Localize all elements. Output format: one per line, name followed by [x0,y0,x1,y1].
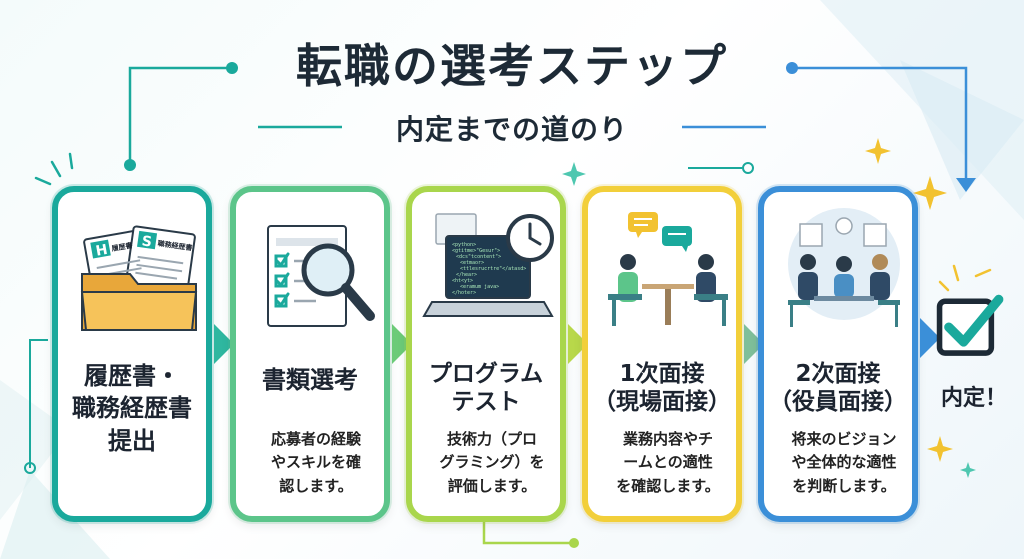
code-line-4: <etmaor> [460,260,484,266]
step-2-title-line-1: 書類選考 [262,366,358,394]
step-3-title: プログラム テスト [412,360,560,416]
cv-doc-letter: S [141,233,153,250]
step-3-description: 技術力（プロ グラミング）を 評価します。 [422,428,562,498]
step-5-title: 2次面接 （役員面接） [764,360,912,416]
resume-doc-letter: H [95,242,109,260]
step-5-desc-line-1: 将来のビジョン [791,430,897,448]
code-line-6: </hear> [456,272,477,278]
two-person-interview-icon [608,212,728,326]
step-1-title-line-2: 職務経歴書 [72,394,192,423]
step-2-description: 応募者の経験 やスキルを確 認します。 [246,428,386,498]
executive-panel-interview-icon [788,208,900,327]
step-4-title-line-2: （現場面接） [593,389,731,416]
step-3-desc-line-3: 評価します。 [447,476,537,495]
laptop-code-clock-icon: <python> <gtitme>"Gesur"> <dcs"tcontent"… [422,213,554,317]
step-3-desc-line-1: 技術力（プロ [446,430,537,448]
step-2-title: 書類選考 [236,366,384,395]
code-line-8: <eramum java> [460,284,499,290]
code-line-1: <python> [452,242,476,248]
step-arrow-5 [920,318,940,358]
step-4-desc-line-1: 業務内容やチ [622,430,713,448]
code-line-7: <ht<yt> [452,278,473,284]
step-4-title: 1次面接 （現場面接） [588,360,736,416]
resume-doc-title: 履歴書 [110,241,133,254]
step-card-programming-test: <python> <gtitme>"Gesur"> <dcs"tcontent"… [406,186,566,522]
step-5-description: 将来のビジョン や全体的な適性 を判断します。 [774,428,914,498]
document-review-magnifier-icon [267,225,375,327]
step-2-desc-line-2: やスキルを確 [270,453,361,472]
step-2-desc-line-1: 応募者の経験 [270,430,361,448]
step-arrow-1 [214,324,234,364]
step-5-title-line-2: （役員面接） [769,389,907,416]
step-4-desc-line-3: を確認します。 [616,476,720,495]
documents-folder-icon: H S 履歴書 職務経歴書 [80,225,198,331]
step-1-title-line-1: 履歴書・ [84,362,180,390]
code-line-2: <gtitme>"Gesur"> [452,248,500,254]
step-4-description: 業務内容やチ ームとの適性 を確認します。 [598,428,738,498]
step-card-document-screening: 書類選考 応募者の経験 やスキルを確 認します。 [230,186,390,522]
step-5-desc-line-3: を判断します。 [792,476,896,495]
step-card-first-interview: 1次面接 （現場面接） 業務内容やチ ームとの適性 を確認します。 [582,186,742,522]
checkbox-check-icon [936,294,1004,356]
step-1-title-line-3: 提出 [108,426,156,455]
step-1-title: 履歴書・ 職務経歴書 提出 [58,360,206,457]
step-5-desc-line-2: や全体的な適性 [791,453,897,472]
step-3-title-line-1: プログラム [428,361,544,387]
step-3-desc-line-2: グラミング）を [439,453,545,472]
code-line-5: <ttlesrucrtre"</atasd> [460,266,526,272]
final-offer-label: 内定！ [940,386,1007,411]
step-card-second-interview: 2次面接 （役員面接） 将来のビジョン や全体的な適性 を判断します。 [758,186,918,522]
step-5-title-line-1: 2次面接 [795,361,881,387]
code-line-9: </hoter> [452,290,476,296]
step-2-desc-line-3: 認します。 [279,476,353,495]
step-card-application: H S 履歴書 職務経歴書 履歴書・ 職務経歴書 提出 [52,186,212,522]
step-4-title-line-1: 1次面接 [619,361,705,387]
page-title: 転職の選考ステップ [296,39,728,93]
page-subtitle: 内定までの道のり [395,113,628,146]
step-3-title-line-2: テスト [451,389,521,416]
code-line-3: <dcs"tcontent"> [456,254,501,260]
step-4-desc-line-2: ームとの適性 [623,453,713,472]
